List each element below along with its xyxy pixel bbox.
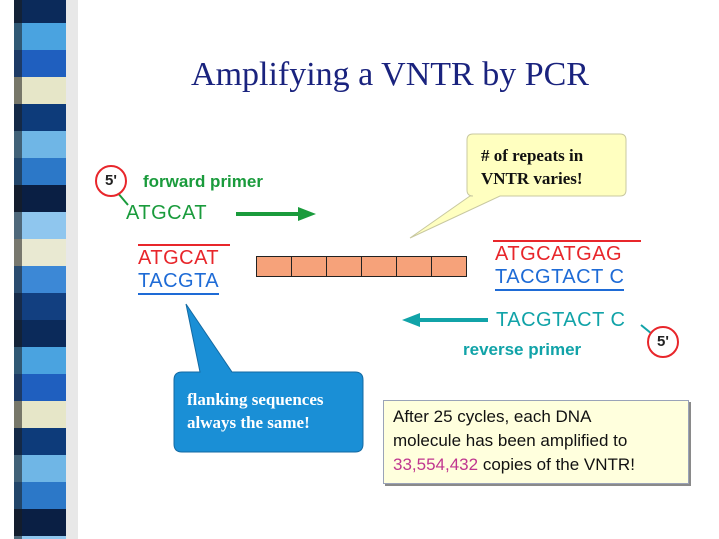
strip-block bbox=[14, 482, 66, 509]
info-line3-rest: copies of the VNTR! bbox=[478, 455, 635, 474]
strip-block bbox=[14, 77, 66, 104]
reverse-primer-label: reverse primer bbox=[463, 340, 582, 359]
strip-block bbox=[14, 401, 66, 428]
copies-count: 33,554,432 bbox=[393, 455, 479, 474]
decorative-left-strip bbox=[14, 0, 78, 539]
slide-title: Amplifying a VNTR by PCR bbox=[191, 56, 589, 93]
strip-block bbox=[14, 50, 66, 77]
vntr-repeat-unit bbox=[361, 256, 397, 277]
vntr-repeat-unit bbox=[396, 256, 432, 277]
strip-block bbox=[14, 239, 66, 266]
repeats-callout-line2: VNTR varies! bbox=[481, 169, 583, 188]
flank-callout-bubble bbox=[173, 303, 364, 453]
info-line3: 33,554,432 copies of the VNTR! bbox=[393, 453, 688, 477]
strip-block bbox=[14, 131, 66, 158]
forward-primer-label: forward primer bbox=[143, 172, 263, 191]
strip-block bbox=[14, 509, 66, 536]
strip-fade bbox=[66, 0, 78, 539]
strip-block bbox=[14, 347, 66, 374]
strip-block bbox=[14, 23, 66, 50]
info-line1: After 25 cycles, each DNA bbox=[393, 407, 592, 426]
left-flank-bottom-sequence: TACGTA bbox=[138, 270, 220, 295]
info-line2: molecule has been amplified to bbox=[393, 431, 628, 450]
vntr-repeat-unit bbox=[256, 256, 292, 277]
flank-callout-line2: always the same! bbox=[187, 413, 310, 432]
right-flank-top-sequence: ATGCATGAG bbox=[495, 243, 623, 265]
strip-block bbox=[14, 0, 66, 23]
amplification-info-box: After 25 cycles, each DNA molecule has b… bbox=[383, 400, 689, 484]
forward-arrow-head bbox=[298, 207, 316, 221]
strip-block bbox=[14, 212, 66, 239]
vntr-repeat-unit bbox=[291, 256, 327, 277]
strip-block bbox=[14, 266, 66, 293]
strip-block bbox=[14, 185, 66, 212]
left-flank-top-line bbox=[138, 244, 230, 246]
strip-block bbox=[14, 293, 66, 320]
repeats-callout-bubble bbox=[409, 133, 627, 239]
flank-callout-text: flanking sequences always the same! bbox=[187, 388, 324, 434]
strip-block bbox=[14, 536, 66, 539]
strip-block bbox=[14, 455, 66, 482]
reverse-arrow-head bbox=[402, 313, 420, 327]
left-flank-top-sequence: ATGCAT bbox=[138, 247, 220, 269]
repeats-callout-text: # of repeats in VNTR varies! bbox=[481, 144, 583, 190]
strip-block bbox=[14, 104, 66, 131]
vntr-repeat-unit bbox=[326, 256, 362, 277]
strip-block bbox=[14, 428, 66, 455]
strip-block bbox=[14, 374, 66, 401]
reverse-5prime-badge: 5' bbox=[647, 326, 679, 358]
right-flank-top-line bbox=[493, 240, 641, 242]
reverse-primer-sequence: TACGTACT C bbox=[496, 309, 626, 331]
forward-primer-sequence: ATGCAT bbox=[126, 202, 208, 224]
forward-5prime-badge: 5' bbox=[95, 165, 127, 197]
vntr-repeat-unit bbox=[431, 256, 467, 277]
flank-callout-line1: flanking sequences bbox=[187, 390, 324, 409]
strip-shadow bbox=[14, 0, 22, 539]
right-flank-bottom-sequence: TACGTACT C bbox=[495, 266, 625, 291]
repeats-callout-line1: # of repeats in bbox=[481, 146, 584, 165]
vntr-repeat-region bbox=[256, 256, 467, 277]
strip-block bbox=[14, 158, 66, 185]
strip-block bbox=[14, 320, 66, 347]
